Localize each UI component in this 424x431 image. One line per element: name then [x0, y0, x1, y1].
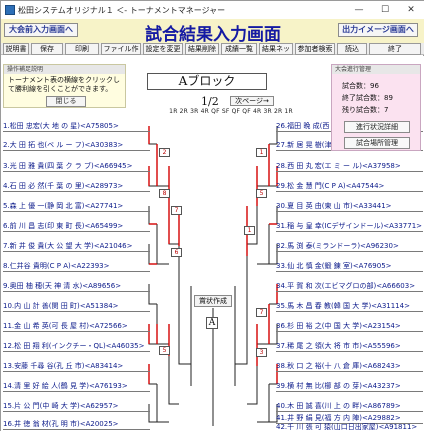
close-help-button[interactable]: 閉じる: [46, 96, 86, 107]
player-row-right[interactable]: 39.横 村 無 比(櫛 部 の 芽)<A43237>: [276, 381, 423, 392]
minimize-icon[interactable]: —: [354, 5, 364, 15]
print-button[interactable]: 印刷: [65, 43, 99, 55]
score-box[interactable]: 7: [256, 308, 267, 317]
manual-button[interactable]: 説明書: [3, 43, 29, 55]
player-row-right[interactable]: 38.秋 口 之 裕(十 八 倉 庫)<A68243>: [276, 361, 423, 372]
player-row-left[interactable]: 5.森 上 優 一(静 岡 北 富)<A27741>: [3, 201, 150, 212]
player-row-left[interactable]: 14.清 里 好 絵 人(鶴 見 学)<A76193>: [3, 381, 150, 392]
operation-help-panel: 操作補足説明 トーナメント表の横線をクリックして勝利線を引くことができます。 閉…: [3, 64, 126, 108]
total-matches-value: 96: [370, 82, 379, 90]
player-row-left[interactable]: 6.前 川 昌 志(印 東 町 長)<A65499>: [3, 221, 150, 232]
player-list: 1.松田 忠宏(大 地 の 星)<A75805> 2.大 田 拓 也(ベ ル ー…: [1, 56, 424, 431]
score-box[interactable]: 3: [256, 348, 267, 357]
remaining-matches: 残り試合数：7: [342, 105, 388, 115]
pre-event-input-button[interactable]: 大会前入力画面へ: [4, 23, 78, 37]
page-indicator: 1/2: [201, 95, 219, 108]
maximize-icon[interactable]: ☐: [380, 5, 390, 15]
participant-search-button[interactable]: 参加者検索: [295, 43, 335, 55]
exit-button[interactable]: 終了: [369, 43, 421, 55]
player-row-left[interactable]: 13.安藤 千尋 谷(孔 丘 市)<A83414>: [3, 361, 150, 372]
total-matches: 試合数：96: [342, 81, 379, 91]
output-image-button[interactable]: 出力イメージ画面へ: [338, 23, 418, 37]
colon: ：: [363, 82, 370, 90]
player-row-right[interactable]: 41.井 野 絹 見(福 方 内 陣)<A29882>: [276, 413, 423, 424]
app-icon: [5, 5, 15, 15]
progress-caption: 大会進行管理: [332, 65, 420, 74]
player-row-right[interactable]: 35.馬 木 昌 春 教(韓 国 大 学)<A31114>: [276, 301, 423, 312]
player-row-right[interactable]: 28.西 田 丸 宏(エ ミ ー ル)<A37958>: [276, 161, 423, 172]
delete-result-button[interactable]: 結果削除: [185, 43, 219, 55]
venue-management-button[interactable]: 試合場所管理: [344, 137, 410, 149]
remaining-matches-value: 7: [384, 106, 389, 114]
change-settings-button[interactable]: 設定を変更: [143, 43, 183, 55]
finished-matches-label: 終了試合数: [342, 94, 377, 102]
player-row-left[interactable]: 11.金 山 希 英(可 長 屋 村)<A72566>: [3, 321, 150, 332]
player-row-left[interactable]: 12.松 田 翔 利(インクチー・QL)<A46035>: [3, 341, 150, 352]
load-button[interactable]: 読込: [337, 43, 367, 55]
create-file-button[interactable]: ファイル作成: [101, 43, 141, 64]
score-box[interactable]: 6: [171, 248, 182, 257]
title-bar: 松田システムオリジナル１ ＜- トーナメントマネージャー — ☐ ✕: [1, 1, 424, 19]
progress-detail-button[interactable]: 進行状況詳細: [344, 121, 410, 133]
close-icon[interactable]: ✕: [407, 5, 415, 15]
bracket-area: 1.松田 忠宏(大 地 の 星)<A75805> 2.大 田 拓 也(ベ ル ー…: [1, 56, 424, 431]
save-button[interactable]: 保存: [31, 43, 63, 55]
player-row-right[interactable]: 33.仙 北 慎 金(鍛 錬 室)<A76905>: [276, 261, 423, 272]
player-row-left[interactable]: 15.片 公 門(中 崎 大 学)<A62957>: [3, 401, 150, 412]
player-row-right[interactable]: 40.木 田 誠 喜(川 上 の 畔)<A86789>: [276, 401, 423, 412]
operation-help-text: トーナメント表の横線をクリックして勝利線を引くことができます。: [8, 76, 120, 93]
player-row-right[interactable]: 34.平 賀 和 次(エビマグロの部)<A66603>: [276, 281, 423, 292]
colon: ：: [377, 106, 384, 114]
next-page-button[interactable]: 次ページ→: [230, 96, 274, 106]
score-box[interactable]: 5: [256, 189, 267, 198]
player-row-right[interactable]: 37.稀 尾 之 領(大 将 市 市)<A55596>: [276, 341, 423, 352]
bracket-lines: [148, 126, 278, 426]
player-row-left[interactable]: 8.仁井谷 貴明(C P A)<A22393>: [3, 261, 150, 272]
player-row-right[interactable]: 30.夏 目 英 由(東 山 市)<A33441>: [276, 201, 423, 212]
total-matches-label: 試合数: [342, 82, 363, 90]
remaining-matches-label: 残り試合数: [342, 106, 377, 114]
player-row-left[interactable]: 9.奥田 柚 穂(天 神 清 水)<A89656>: [3, 281, 150, 292]
player-row-left[interactable]: 3.光 田 雅 貴(四 葉 ク ラ ブ)<A66945>: [3, 161, 150, 172]
finished-matches-value: 89: [384, 94, 393, 102]
player-row-left[interactable]: 10.内 山 計 善(関 田 町)<A51384>: [3, 301, 150, 312]
block-letter-box: A: [206, 317, 218, 329]
toolbar: 説明書 保存 印刷 ファイル作成 設定を変更 結果削除 成績一覧 結果ネット 参…: [1, 43, 424, 64]
player-row-left[interactable]: 4.石 田 必 然(千 葉 の 里)<A28973>: [3, 181, 150, 192]
player-row-left[interactable]: 2.大 田 拓 也(ベ ル ー フ)<A30383>: [3, 140, 150, 151]
player-row-right[interactable]: 36.杉 田 裕 之(中 国 大 学)<A23154>: [276, 321, 423, 332]
score-box[interactable]: 2: [159, 148, 170, 157]
player-row-right[interactable]: 29.松 金 慧 門(C P A)<A47544>: [276, 181, 423, 192]
player-row-right[interactable]: 42.千 川 張 可 猿(山口日出家屋)<A91811>: [276, 422, 423, 431]
finished-matches: 終了試合数：89: [342, 93, 393, 103]
player-row-left[interactable]: 7.新 井 俊 貴(大 公 望 大 学)<A21046>: [3, 241, 150, 252]
page-title: 試合結果入力画面: [145, 25, 281, 45]
results-net-button[interactable]: 結果ネット: [259, 43, 293, 64]
player-row-left[interactable]: 16.井 徳 翁 材(孔 明 市)<A20025>: [3, 419, 150, 430]
score-box[interactable]: 1: [256, 148, 267, 157]
header-bar: 大会前入力画面へ 試合結果入力画面 出力イメージ画面へ: [1, 19, 424, 45]
score-box[interactable]: 8: [159, 189, 170, 198]
score-box[interactable]: 1: [244, 226, 255, 235]
operation-help-caption: 操作補足説明: [4, 65, 125, 74]
score-box[interactable]: 7: [171, 206, 182, 215]
player-row-right[interactable]: 32.馬 渕 泰(ミランドーラ)<A96230>: [276, 241, 423, 252]
score-box[interactable]: 5: [159, 346, 170, 355]
player-row-left[interactable]: 1.松田 忠宏(大 地 の 星)<A75805>: [3, 121, 150, 132]
player-row-right[interactable]: 31.稲 与 皇 幸(ICデザインドール)<A33771>: [276, 222, 423, 232]
colon: ：: [377, 94, 384, 102]
award-certificate-button[interactable]: 賞状作成: [194, 295, 232, 307]
progress-panel: 大会進行管理 試合数：96 終了試合数：89 残り試合数：7 進行状況詳細 試合…: [331, 64, 421, 151]
window-title: 松田システムオリジナル１ ＜- トーナメントマネージャー: [18, 5, 226, 15]
block-name: Aブロック: [147, 73, 267, 90]
results-list-button[interactable]: 成績一覧: [221, 43, 257, 55]
round-labels: 1R 2R 3R 4R QF SF QF QF 4R 3R 2R 1R: [169, 108, 293, 115]
